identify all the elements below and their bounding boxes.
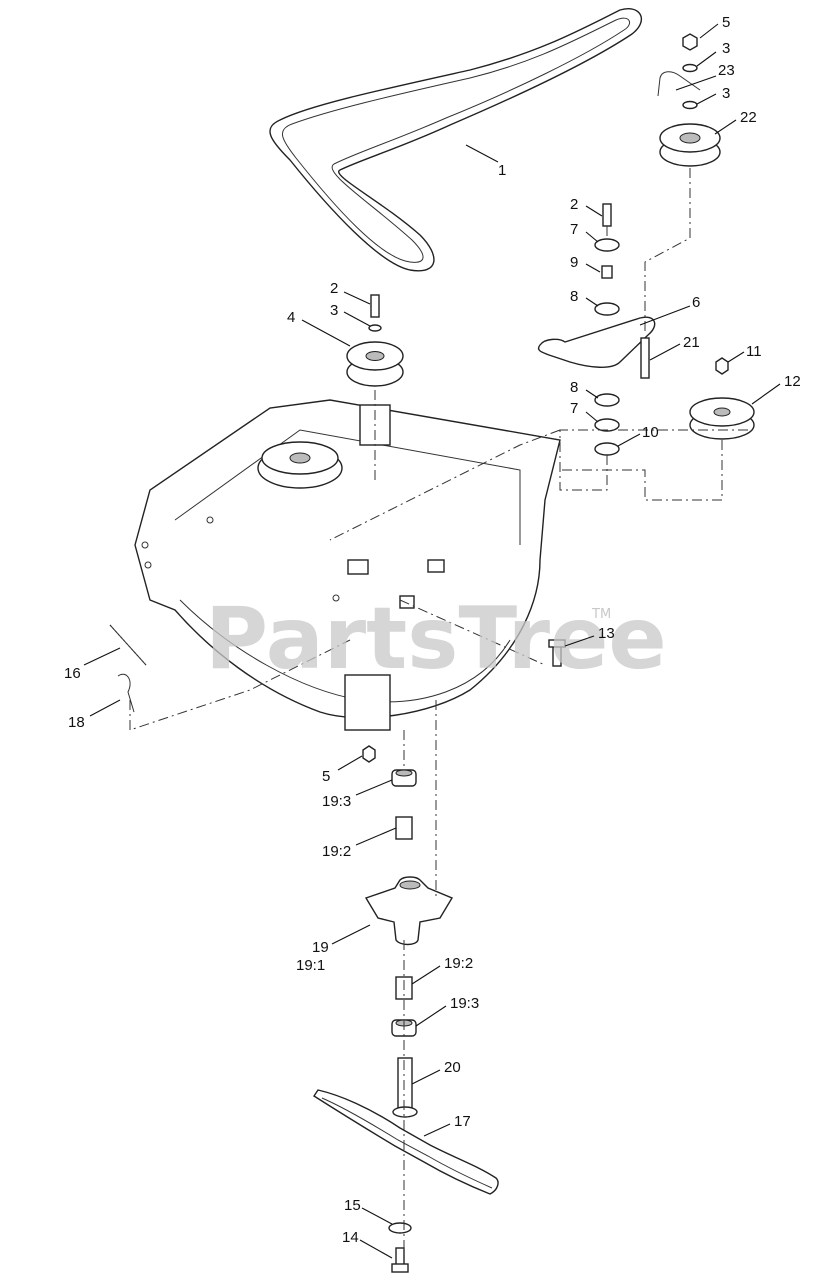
callout-6: 6 [692,294,700,311]
blade-part[interactable] [313,1089,499,1195]
callout-3-lower: 3 [722,85,730,102]
bolt-13[interactable] [548,639,566,667]
callout-16: 16 [64,665,81,682]
callout-21: 21 [683,334,700,351]
watermark-tm: TM [591,607,611,622]
callout-11: 11 [746,343,762,360]
callout-8-upper: 8 [570,288,578,305]
center-lines [129,168,750,1250]
mower-deck [134,399,561,731]
callout-1: 1 [498,162,506,179]
spring-assembly[interactable] [109,624,147,713]
callout-7-upper: 7 [570,221,578,238]
callout-19: 19 [312,939,329,956]
belt-part[interactable] [269,8,643,272]
callout-17: 17 [454,1113,471,1130]
callout-5-top: 5 [722,14,730,31]
callout-7-lower: 7 [570,400,578,417]
callout-19-1: 19:1 [296,957,325,974]
callout-5-lower: 5 [322,768,330,785]
idler-arm-stack[interactable] [537,203,656,456]
callout-19-3-upper: 19:3 [322,793,351,810]
callout-19-3-lower: 19:3 [450,995,479,1012]
idler-stack-right[interactable] [657,33,721,167]
callout-23: 23 [718,62,735,79]
callout-8-lower: 8 [570,379,578,396]
callout-14: 14 [342,1229,359,1246]
callout-13: 13 [598,625,615,642]
watermark-text: PartsTree [205,589,667,689]
pulley-left[interactable] [346,294,404,387]
callout-12: 12 [784,373,801,390]
callout-20: 20 [444,1059,461,1076]
pulley-right[interactable] [689,357,755,440]
callout-19-2-upper: 19:2 [322,843,351,860]
callout-labels: 1 5 3 23 3 22 2 7 9 8 6 21 8 7 10 11 12 … [64,14,801,1246]
spindle-assembly[interactable] [362,745,454,1118]
callout-15: 15 [344,1197,361,1214]
callout-9: 9 [570,254,578,271]
callout-4: 4 [287,309,295,326]
leader-lines [83,23,781,1259]
callout-19-2-lower: 19:2 [444,955,473,972]
callout-18: 18 [68,714,85,731]
callout-10: 10 [642,424,659,441]
callout-22: 22 [740,109,757,126]
callout-3-top: 3 [722,40,730,57]
callout-3-left: 3 [330,302,338,319]
callout-2-center: 2 [570,196,578,213]
blade-fasteners[interactable] [388,1222,412,1273]
callout-2-left: 2 [330,280,338,297]
